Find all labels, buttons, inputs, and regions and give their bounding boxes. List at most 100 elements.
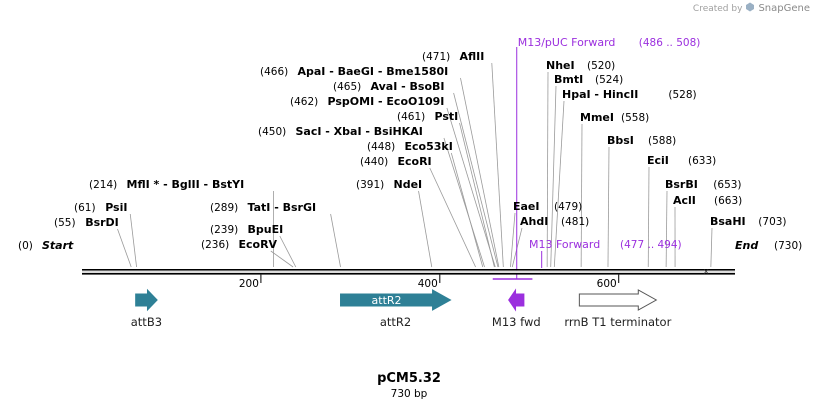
cut-site-name: Eco53kI — [405, 140, 453, 153]
cut-site-name: AvaI - BsoBI — [371, 80, 445, 93]
cut-site-leader-line — [665, 190, 668, 268]
cut-site-name: AhdI — [520, 215, 548, 228]
cut-site-position: (633) — [688, 155, 716, 167]
cut-site-position: (465) — [333, 81, 361, 93]
cut-site-position: (61) — [74, 202, 96, 214]
cut-site-position: (471) — [422, 51, 450, 63]
cut-site-leader-line — [546, 71, 549, 268]
start-position: (0) — [18, 240, 33, 252]
cut-site-leader-line — [550, 85, 557, 268]
cut-site-name: MmeI — [580, 111, 614, 124]
scale-tick-label: 600 — [597, 278, 617, 290]
cut-site-leader-line — [129, 213, 137, 268]
cut-site-position: (236) — [201, 239, 229, 251]
cut-site-position: (440) — [360, 156, 388, 168]
cut-site-position: (450) — [258, 126, 286, 138]
cut-site-name: TatI - BsrGI — [248, 201, 317, 214]
credit-prefix: Created by — [692, 3, 743, 14]
cut-site-leader-line — [459, 122, 495, 268]
feature-name: M13 fwd — [492, 315, 541, 329]
feature-name: rrnB T1 terminator — [564, 315, 671, 329]
cut-site-position: (528) — [668, 89, 696, 101]
credit-brand: SnapGene — [758, 3, 810, 14]
cut-site-name: PspOMI - EcoO109I — [328, 95, 445, 108]
cut-site-name: EcoRV — [239, 238, 278, 251]
feature-name: attB3 — [131, 315, 162, 329]
backbone-bottom-strand — [82, 273, 735, 275]
cut-site-position: (466) — [260, 66, 288, 78]
sequence-length: 730 bp — [391, 388, 428, 400]
cut-site-name: BmtI — [554, 73, 583, 86]
cut-site-position: (462) — [290, 96, 318, 108]
backbone-top-strand — [82, 269, 735, 271]
cut-site-name: AclI — [673, 194, 696, 207]
cut-site-labels: (55)BsrDI(61)PsiI(214)MflI * - BglII - B… — [18, 36, 802, 252]
cut-site-name: ApaI - BaeGI - Bme1580I — [298, 65, 449, 78]
feature-inner-label: attR2 — [372, 294, 402, 307]
cut-site-leader-line — [429, 167, 476, 268]
end-label: End — [735, 239, 758, 252]
cut-site-leader-line — [710, 227, 713, 268]
cut-site-leader-line — [279, 235, 297, 268]
cut-site-leader-line — [580, 123, 583, 268]
cut-site-position: (481) — [561, 216, 589, 228]
cut-site-position: (461) — [397, 111, 425, 123]
start-label: Start — [42, 239, 74, 252]
scale-tick-label: 200 — [239, 278, 259, 290]
cut-site-name: NdeI — [394, 178, 423, 191]
sequence-name: pCM5.32 — [377, 371, 441, 386]
cut-site-leaders — [117, 47, 713, 279]
end-position: (730) — [774, 240, 802, 252]
cut-site-name: BsrBI — [665, 178, 698, 191]
cut-site-position: (214) — [89, 179, 117, 191]
cut-site-leader-line — [453, 92, 499, 268]
feature-arrow — [578, 289, 658, 311]
primer-label: M13/pUC Forward — [518, 36, 616, 49]
primer-range: (486 .. 508) — [639, 37, 701, 49]
scale-tick-label: 400 — [418, 278, 438, 290]
cut-site-name: SacI - XbaI - BsiHKAI — [296, 125, 423, 138]
cut-site-name: BsaHI — [710, 215, 746, 228]
backbone-fill — [82, 270, 735, 273]
cut-site-leader-line — [270, 250, 294, 268]
cut-site-leader-line — [491, 62, 504, 268]
cut-site-leader-line — [117, 228, 132, 268]
cut-site-leader-line — [647, 166, 650, 268]
cut-site-position: (520) — [587, 60, 615, 72]
snapgene-credit: Created by SnapGene — [693, 2, 810, 15]
cut-site-leader-line — [460, 77, 500, 268]
cut-site-position: (289) — [210, 202, 238, 214]
cut-site-name: BpuEI — [248, 223, 284, 236]
snapgene-logo-icon — [745, 2, 755, 15]
cut-site-position: (703) — [758, 216, 786, 228]
cut-site-position: (479) — [554, 201, 582, 213]
cut-site-name: NheI — [546, 59, 575, 72]
cut-site-name: HpaI - HincII — [562, 88, 638, 101]
cut-site-position: (524) — [595, 74, 623, 86]
cut-site-leader-line — [553, 100, 565, 268]
cut-site-name: BsrDI — [85, 216, 119, 229]
cut-site-name: PsiI — [105, 201, 127, 214]
cut-site-leader-line — [510, 212, 516, 268]
cut-site-position: (558) — [621, 112, 649, 124]
primer-range: (477 .. 494) — [620, 239, 682, 251]
cut-site-position: (391) — [356, 179, 384, 191]
cut-site-leader-line — [607, 146, 610, 268]
cut-site-position: (448) — [367, 141, 395, 153]
cut-site-leader-line — [446, 107, 496, 268]
cut-site-leader-line — [418, 190, 433, 268]
feature-arrow — [135, 288, 158, 312]
cut-site-position: (55) — [54, 217, 76, 229]
cut-site-position: (663) — [714, 195, 742, 207]
cut-site-position: (653) — [713, 179, 741, 191]
backbone-break-marker: × — [703, 267, 710, 276]
cut-site-name: EcoRI — [398, 155, 432, 168]
feature-arrow — [340, 289, 452, 311]
feature-arrow — [508, 288, 525, 312]
feature-name: attR2 — [380, 315, 411, 329]
cut-site-name: EciI — [647, 154, 669, 167]
cut-site-position: (588) — [648, 135, 676, 147]
cut-site-name: EaeI — [513, 200, 540, 213]
